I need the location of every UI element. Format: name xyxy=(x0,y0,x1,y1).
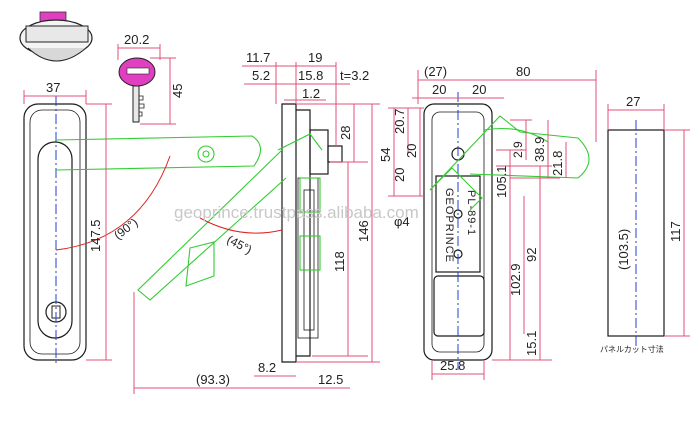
dim-20-b: 20 xyxy=(472,82,486,97)
brand-label: GEOPRINCE xyxy=(443,188,455,263)
dim-105-1: 105.1 xyxy=(494,165,509,198)
side-dimensions: 11.7 19 5.2 15.8 t=3.2 1.2 28 118 146 (4… xyxy=(133,50,380,394)
dim-21-8: 21.8 xyxy=(550,151,565,176)
dim-93-3: (93.3) xyxy=(196,372,230,387)
dim-117: 117 xyxy=(668,221,683,242)
lock-cylinder-illustration xyxy=(19,11,93,62)
dim-1-2: 1.2 xyxy=(302,86,320,101)
dim-8-2: 8.2 xyxy=(258,360,276,375)
dim-20-d: 20 xyxy=(392,168,407,182)
dim-118: 118 xyxy=(332,251,347,272)
watermark: geoprince.trustpass.alibaba.com xyxy=(174,203,419,222)
side-handle-rotation xyxy=(137,133,323,301)
rear-view: GEOPRINCE PL-89-1 xyxy=(423,92,493,370)
key-illustration xyxy=(118,57,156,123)
dim-28: 28 xyxy=(338,126,353,140)
dim-146: 146 xyxy=(356,220,371,242)
angle-45: (45°) xyxy=(225,232,255,257)
dim-20-2: 20.2 xyxy=(124,32,149,47)
model-label: PL-89-1 xyxy=(465,190,477,236)
dim-15-8: 15.8 xyxy=(298,68,323,83)
dim-phi4: φ4 xyxy=(394,214,410,229)
dim-15-1: 15.1 xyxy=(524,331,539,356)
dim-102-9: 102.9 xyxy=(508,263,523,296)
dim-2-9: 2.9 xyxy=(511,141,525,158)
dim-19: 19 xyxy=(308,50,322,65)
dim-103-5: (103.5) xyxy=(616,229,631,270)
dim-92: 92 xyxy=(524,248,539,262)
rear-dimensions: (27) 80 20 20 54 20.7 20 20 φ4 2.9 38.9 … xyxy=(378,64,597,380)
front-handle-rotation xyxy=(55,135,262,251)
dim-5-2: 5.2 xyxy=(252,68,270,83)
dim-20-7: 20.7 xyxy=(392,109,407,134)
dim-12-5: 12.5 xyxy=(318,372,343,387)
dim-20-c: 20 xyxy=(404,144,419,158)
panel-cutout: 27 117 (103.5) パネルカット寸法 xyxy=(600,94,690,354)
side-view xyxy=(281,103,343,363)
front-view xyxy=(23,96,87,366)
dim-20-a: 20 xyxy=(432,82,446,97)
dim-80: 80 xyxy=(516,64,530,79)
dim-27: 27 xyxy=(626,94,640,109)
dim-11-7: 11.7 xyxy=(246,50,270,65)
dim-27-paren: (27) xyxy=(424,64,447,79)
dim-147-5: 147.5 xyxy=(88,219,103,252)
dim-t3-2: t=3.2 xyxy=(340,68,369,83)
dim-25-8: 25.8 xyxy=(440,358,465,373)
front-dimensions: 37 147.5 (90°) xyxy=(23,80,140,361)
panel-cutout-label: パネルカット寸法 xyxy=(600,344,664,354)
dim-37: 37 xyxy=(46,80,60,95)
dim-38-9: 38.9 xyxy=(532,137,547,162)
dim-54: 54 xyxy=(378,148,393,162)
key-dimensions: 20.2 45 xyxy=(117,32,185,125)
dim-45: 45 xyxy=(170,84,185,98)
angle-90: (90°) xyxy=(111,215,140,242)
